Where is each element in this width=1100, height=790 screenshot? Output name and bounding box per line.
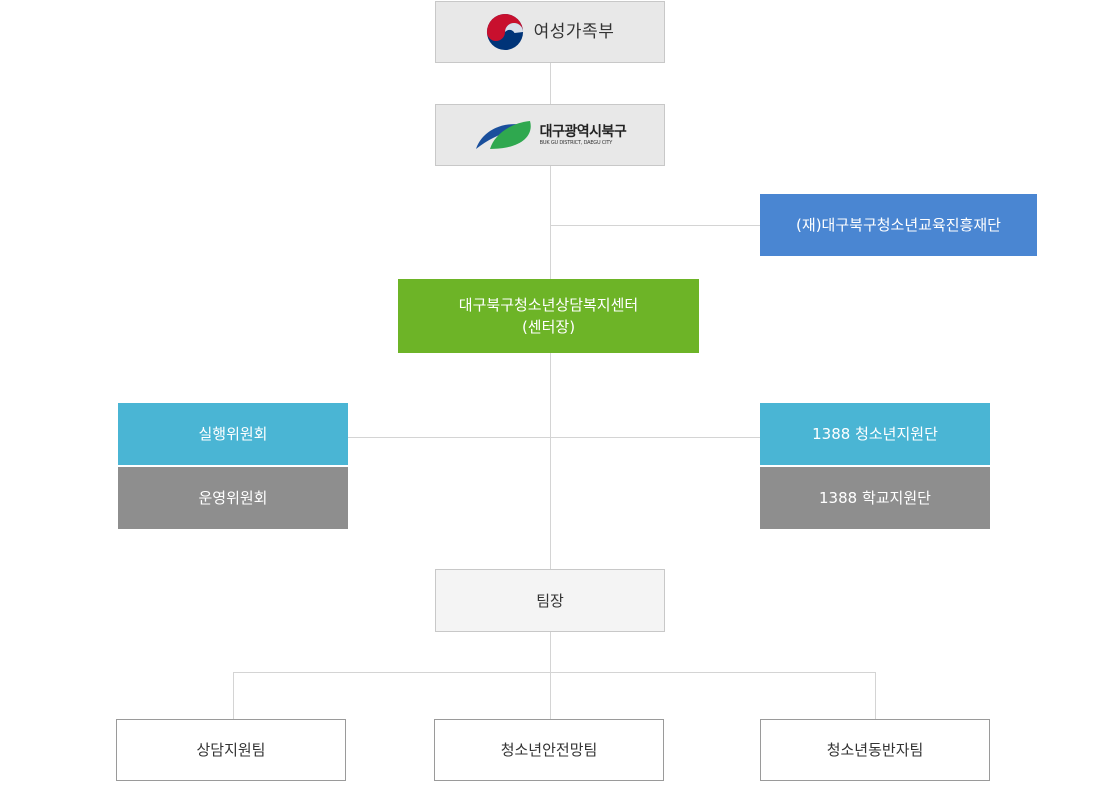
operating-committee-node: 운영위원회 (118, 467, 348, 529)
district-logo: 대구광역시북구 BUK GU DISTRICT, DAEGU CITY (474, 117, 627, 153)
connector-foundation (550, 225, 760, 226)
center-name: 대구북구청소년상담복지센터 (458, 296, 639, 314)
connector-team-right (875, 672, 876, 719)
bukgu-leaf-logo-icon (475, 121, 531, 149)
connector-committees (347, 437, 760, 438)
youth-safety-net-team-node: 청소년안전망팀 (434, 719, 664, 781)
school-support-group-node: 1388 학교지원단 (760, 467, 990, 529)
team-leader-node: 팀장 (435, 569, 665, 632)
taegeuk-emblem-icon (486, 13, 523, 51)
connector-team-left (233, 672, 234, 719)
ministry-logo: 여성가족부 (486, 13, 615, 51)
youth-companion-team-node: 청소년동반자팀 (760, 719, 990, 781)
district-name: 대구광역시북구 (539, 123, 627, 140)
foundation-node: (재)대구북구청소년교육진흥재단 (760, 194, 1037, 256)
executive-committee-node: 실행위원회 (118, 403, 348, 465)
district-node: 대구광역시북구 BUK GU DISTRICT, DAEGU CITY (435, 104, 665, 166)
center-role: (센터장) (521, 318, 576, 336)
youth-support-group-node: 1388 청소년지원단 (760, 403, 990, 465)
district-subtitle: BUK GU DISTRICT, DAEGU CITY (539, 139, 613, 146)
connector-leader-down (550, 631, 551, 672)
connector-teams-horizontal (233, 672, 876, 673)
connector-team-center (550, 672, 551, 719)
counseling-support-team-node: 상담지원팀 (116, 719, 346, 781)
ministry-node: 여성가족부 (435, 1, 665, 63)
ministry-name: 여성가족부 (533, 22, 615, 42)
center-node: 대구북구청소년상담복지센터 (센터장) (398, 279, 699, 353)
